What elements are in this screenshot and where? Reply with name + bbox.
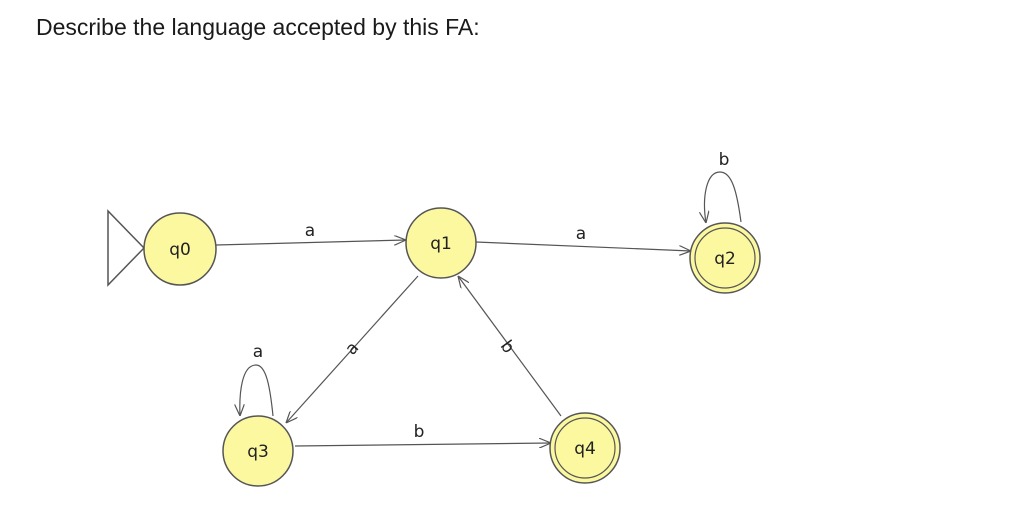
edge-q3-q4	[294, 443, 551, 446]
state-q4-label: q4	[574, 439, 596, 459]
state-q2: q2	[689, 222, 761, 294]
state-q2-label: q2	[714, 249, 736, 269]
edge-label-q3-loop: a	[253, 342, 263, 362]
edge-label-q2-loop: b	[719, 150, 730, 170]
edge-label-q0-q1: a	[305, 221, 315, 241]
initial-state-arrow	[107, 209, 146, 287]
state-q1: q1	[405, 207, 477, 279]
state-q3-label: q3	[247, 442, 269, 462]
edge-label-q3-q4: b	[414, 422, 425, 442]
edge-q4-q1	[458, 276, 562, 417]
state-q0: q0	[143, 212, 217, 286]
self-loop-q3	[240, 364, 274, 416]
edge-q0-q1	[215, 240, 406, 246]
state-q4: q4	[549, 412, 621, 484]
state-q1-label: q1	[430, 234, 452, 254]
state-q3: q3	[222, 415, 294, 487]
edge-label-q1-q2: a	[576, 224, 586, 244]
edge-q1-q2	[475, 241, 691, 251]
edge-q1-q3	[286, 275, 419, 423]
question-prompt: Describe the language accepted by this F…	[36, 14, 480, 40]
self-loop-q2	[705, 171, 742, 223]
state-q0-label: q0	[169, 240, 191, 260]
